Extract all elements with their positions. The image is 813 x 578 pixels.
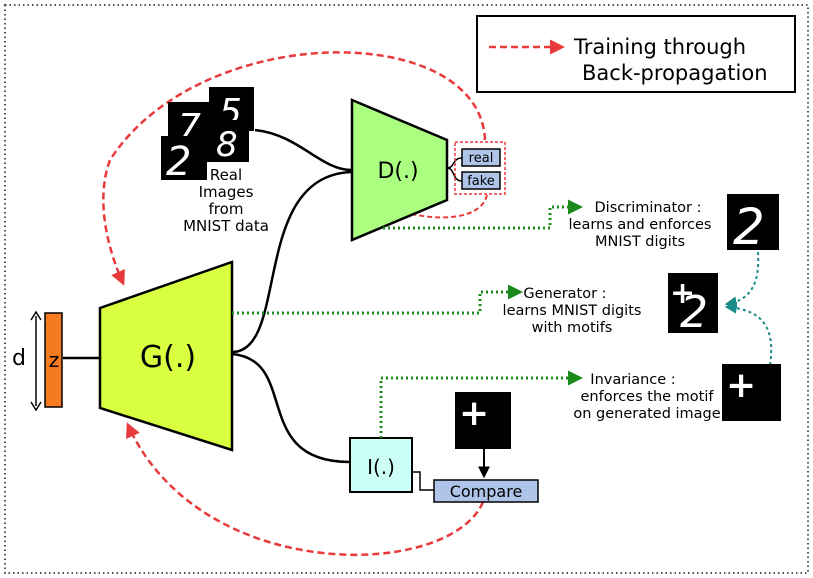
svg-text:with motifs: with motifs bbox=[532, 320, 613, 336]
outer-frame bbox=[4, 4, 809, 574]
svg-text:enforces the motif: enforces the motif bbox=[580, 389, 714, 405]
discriminator-label: D(.) bbox=[377, 159, 418, 184]
real-digit-8: 8 bbox=[216, 125, 238, 165]
dim-label: d bbox=[12, 346, 26, 371]
generator-desc: Generator : learns MNIST digits with mot… bbox=[503, 286, 642, 336]
invariance-desc: Invariance : enforces the motif on gener… bbox=[573, 372, 720, 422]
invariance-block bbox=[349, 437, 413, 493]
legend-line1: Training through bbox=[573, 35, 746, 59]
legend: Training through Back-propagation bbox=[476, 15, 796, 93]
svg-text:Images: Images bbox=[199, 183, 254, 201]
generator-sample-image bbox=[668, 273, 718, 333]
svg-text:MNIST data: MNIST data bbox=[183, 217, 269, 235]
generator-label: G(.) bbox=[140, 340, 196, 375]
motif-sample-image bbox=[722, 364, 781, 421]
invariance-label: I(.) bbox=[367, 455, 395, 479]
motif-sample-plus: + bbox=[726, 365, 756, 406]
svg-text:Invariance :: Invariance : bbox=[590, 372, 675, 388]
output-fake-label: fake bbox=[467, 174, 495, 189]
output-real-box bbox=[461, 148, 501, 167]
backprop-arrow-compare-to-g bbox=[126, 422, 485, 557]
link-real-to-d bbox=[254, 128, 353, 172]
real-digit-image-8 bbox=[207, 120, 249, 162]
link-i-to-compare bbox=[412, 471, 434, 491]
motif-reference-plus: + bbox=[459, 393, 489, 434]
latent-z-label: z bbox=[49, 348, 60, 372]
svg-text:MNIST digits: MNIST digits bbox=[595, 234, 685, 250]
discriminator-block bbox=[350, 98, 449, 242]
link-g-to-d bbox=[231, 170, 353, 354]
svg-text:Generator :: Generator : bbox=[523, 286, 606, 302]
teal-arrow-from-motif bbox=[724, 301, 773, 366]
output-fake-box bbox=[461, 171, 501, 190]
discriminator-sample-image bbox=[727, 194, 779, 250]
generator-sample-plus: + bbox=[670, 276, 695, 311]
svg-text:on generated image: on generated image bbox=[573, 406, 720, 422]
generator-block bbox=[98, 260, 234, 452]
real-digit-2: 2 bbox=[166, 139, 191, 185]
backprop-arrow-d-self bbox=[390, 194, 488, 219]
svg-text:learns and enforces: learns and enforces bbox=[569, 217, 712, 233]
svg-text:Discriminator :: Discriminator : bbox=[595, 200, 702, 216]
dotted-arrow-generator bbox=[232, 284, 523, 315]
legend-line2: Back-propagation bbox=[582, 61, 768, 85]
output-real-label: real bbox=[469, 151, 494, 166]
generator-sample-digit: 2 bbox=[680, 287, 708, 338]
backprop-arrow-d-to-g bbox=[102, 51, 487, 286]
real-digit-image-2 bbox=[161, 136, 207, 180]
teal-arrow-from-discriminator bbox=[724, 251, 760, 309]
dotted-arrow-invariance bbox=[379, 370, 583, 438]
svg-text:from: from bbox=[209, 200, 244, 218]
discriminator-sample-digit: 2 bbox=[733, 198, 765, 256]
real-image-stack: 7 5 2 8 bbox=[161, 87, 254, 185]
link-d-to-fake bbox=[446, 167, 463, 182]
latent-z-block bbox=[44, 312, 63, 408]
motif-reference-image bbox=[455, 392, 511, 449]
real-images-caption: Real Images from MNIST data bbox=[183, 166, 269, 235]
compare-box bbox=[433, 479, 539, 503]
svg-text:Real: Real bbox=[210, 166, 242, 184]
output-group-frame bbox=[454, 141, 506, 195]
compare-label: Compare bbox=[450, 482, 523, 501]
discriminator-desc: Discriminator : learns and enforces MNIS… bbox=[569, 200, 712, 250]
svg-text:learns MNIST digits: learns MNIST digits bbox=[503, 303, 642, 319]
link-g-to-i bbox=[231, 352, 351, 464]
